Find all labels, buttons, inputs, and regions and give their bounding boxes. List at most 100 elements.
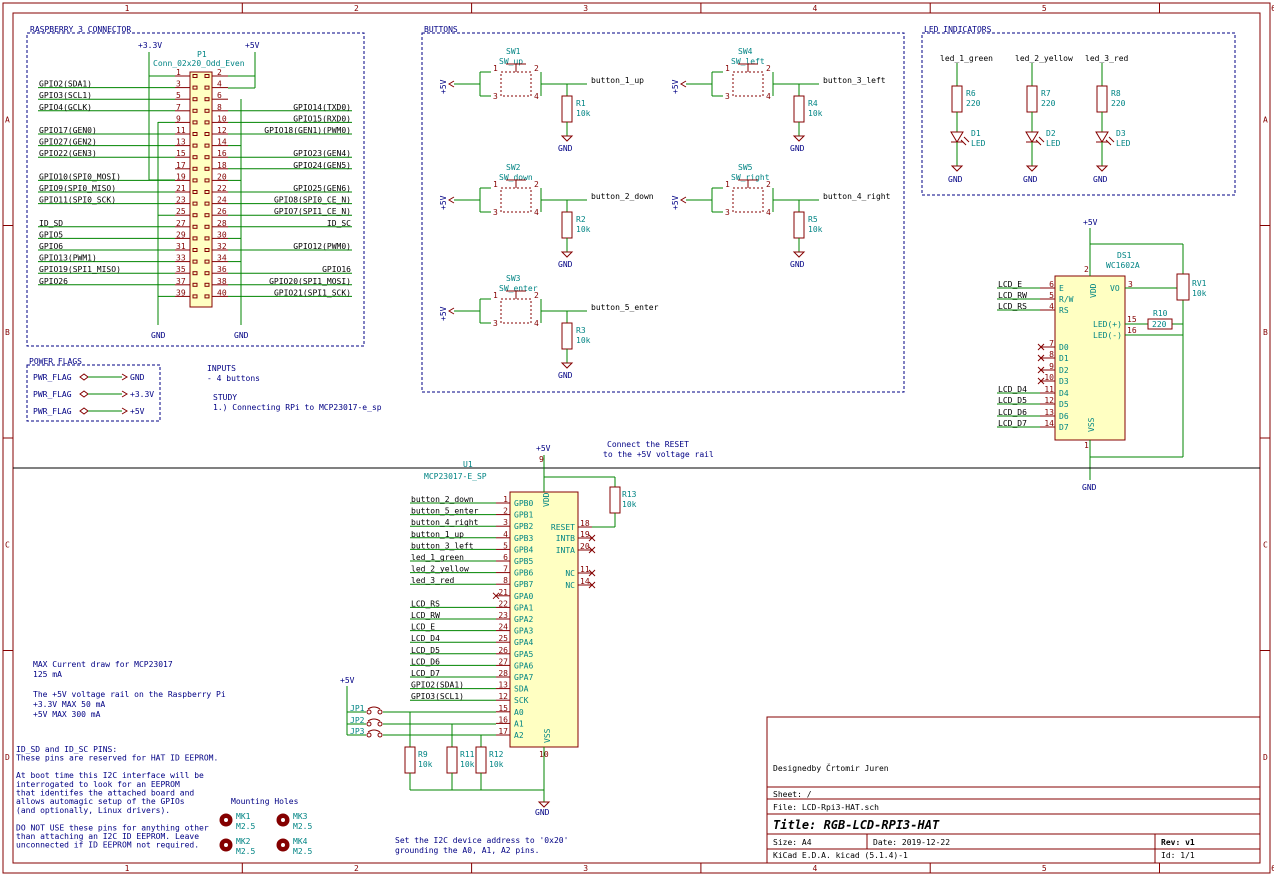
pulldown-value: 10k [576,225,591,234]
mcp-net-label: button_1_up [411,530,464,539]
connector-net-label-left: GPIO27(GEN2) [39,138,97,147]
switch-pin: 1 [493,64,498,73]
mcp-net-label: button_3_left [411,541,474,550]
connector-pin-num-right: 16 [217,149,227,158]
id-pins-line: unconnected if ID EEPROM not required. [16,841,199,850]
jumper-pad [366,721,372,727]
connector-net-label-left: GPIO11(SPI0_SCK) [39,196,116,205]
connector-ref: P1 [197,50,207,59]
mcp23017-expander: U1 MCP23017-E_SP +5V GND R13 10k VDD 9 V… [13,444,1260,817]
id-pins-note: ID_SD and ID_SC PINS:These pins are rese… [16,745,218,850]
mounting-hole-value: M2.5 [293,822,312,831]
connector-pin-num-right: 30 [217,230,227,239]
lcd-pin-num: 11 [1044,385,1054,394]
mounting-hole-drill [281,818,285,822]
mcp-pin-name: RESET [551,523,575,532]
mcp-pin-name: NC [565,569,575,578]
led-resistor [951,85,963,113]
no-connect-flag [588,569,596,577]
switch-pin: 3 [725,208,730,217]
switch-name: SW_enter [499,284,538,293]
switch-5v-label: +5V [671,79,680,94]
jumper-bridge [367,729,381,733]
id-pins-line: These pins are reserved for HAT ID EEPRO… [16,754,218,763]
connector-net-label-left: GPIO19(SPI1_MISO) [39,265,121,274]
jumper-pad [366,709,372,715]
power-flags-title: POWER FLAGS [29,357,82,366]
frame-row-label-right: C [1263,540,1268,549]
frame-col-label-top: 5 [1042,4,1047,13]
gnd-label: GND [558,260,573,269]
connector-net-label-right: GPIO18(GEN1)(PWM0) [264,126,351,135]
mcp-net-label: GPIO3(SCL1) [411,692,464,701]
mcp-pin-name: GPA7 [514,673,533,682]
connector-contact [192,190,198,194]
frame-col-label-top: 1 [125,4,130,13]
switch-pin: 2 [534,180,539,189]
lcd-vdd-pin: VDD [1089,283,1098,298]
connector-net-label-right: ID_SC [327,219,351,228]
connector-net-label-right: GPIO25(GEN6) [293,184,351,193]
switch-pin: 2 [534,291,539,300]
sheet-date: Date: 2019-12-22 [873,838,950,847]
frame-col-label-bottom: 4 [813,864,818,873]
frame-row-label-right: B [1263,328,1268,337]
switch-body [732,187,764,213]
lcd-ref: DS1 [1117,251,1132,260]
no-connect-flag [1037,366,1045,374]
r10-resistor [1147,318,1173,330]
lcd-pin-num: 8 [1049,350,1054,359]
rv1-potentiometer [1176,273,1190,301]
led-resistor [1096,85,1108,113]
pulldown-ref: R4 [808,99,818,108]
led-ref: D1 [971,129,981,138]
switch-pin: 1 [493,291,498,300]
connector-contact [192,74,198,78]
lcd-vo-pin: VO [1110,284,1120,293]
mcp-pin-num: 25 [498,634,508,643]
mcp-ref: U1 [463,460,473,469]
gnd-symbol [560,362,574,369]
frame-row-label-left: B [5,328,10,337]
mcp-pin-num: 8 [503,576,508,585]
mcp-pin-name: GPA5 [514,650,533,659]
rpi-group-title: RASPBERRY 3 CONNECTOR [30,25,131,34]
mcp-net-label: LCD_RS [411,599,440,608]
mounting-hole-drill [224,843,228,847]
power-flags-group [26,364,161,422]
switch-pin: 3 [493,92,498,101]
power-flag-symbol [79,390,89,398]
mcp-pin-num: 11 [580,565,590,574]
connector-gnd-left: GND [151,331,166,340]
connector-contact [204,294,210,299]
mcp-pin-name: A1 [514,719,524,728]
reset-note-1: Connect the RESET [607,440,689,449]
lcd-net-label: LCD_D4 [998,385,1027,394]
frame-col-label-bottom: 3 [583,864,588,873]
led-emission [960,136,970,146]
i2c-note-2: grounding the A0, A1, A2 pins. [395,846,540,855]
connector-contact [204,236,210,241]
frame-row-label-left: A [5,115,10,124]
sheet-label: Sheet: / [773,790,812,799]
mcp-pin-name: GPB5 [514,557,533,566]
led-value: LED [1116,139,1131,148]
led-net-label: led_2_yellow [1015,54,1073,63]
switch-pin: 4 [766,208,771,217]
switch-pin: 4 [766,92,771,101]
mcp-pin-name: INTA [556,546,575,555]
lcd-pin-num: 10 [1044,373,1054,382]
jumper-bridge [367,706,381,710]
led-emission [1035,136,1045,146]
mcp-body [509,491,579,748]
connector-pin-num-left: 31 [176,242,186,251]
connector-contact [192,85,198,90]
connector-contact [204,166,210,171]
connector-contact [204,143,210,148]
gnd-label: GND [558,144,573,153]
connector-net-label-left: GPIO5 [39,230,63,239]
mcp-pin-num: 13 [498,681,508,690]
mcp-pin-name: NC [565,581,575,590]
rv1-value: 10k [1192,289,1207,298]
